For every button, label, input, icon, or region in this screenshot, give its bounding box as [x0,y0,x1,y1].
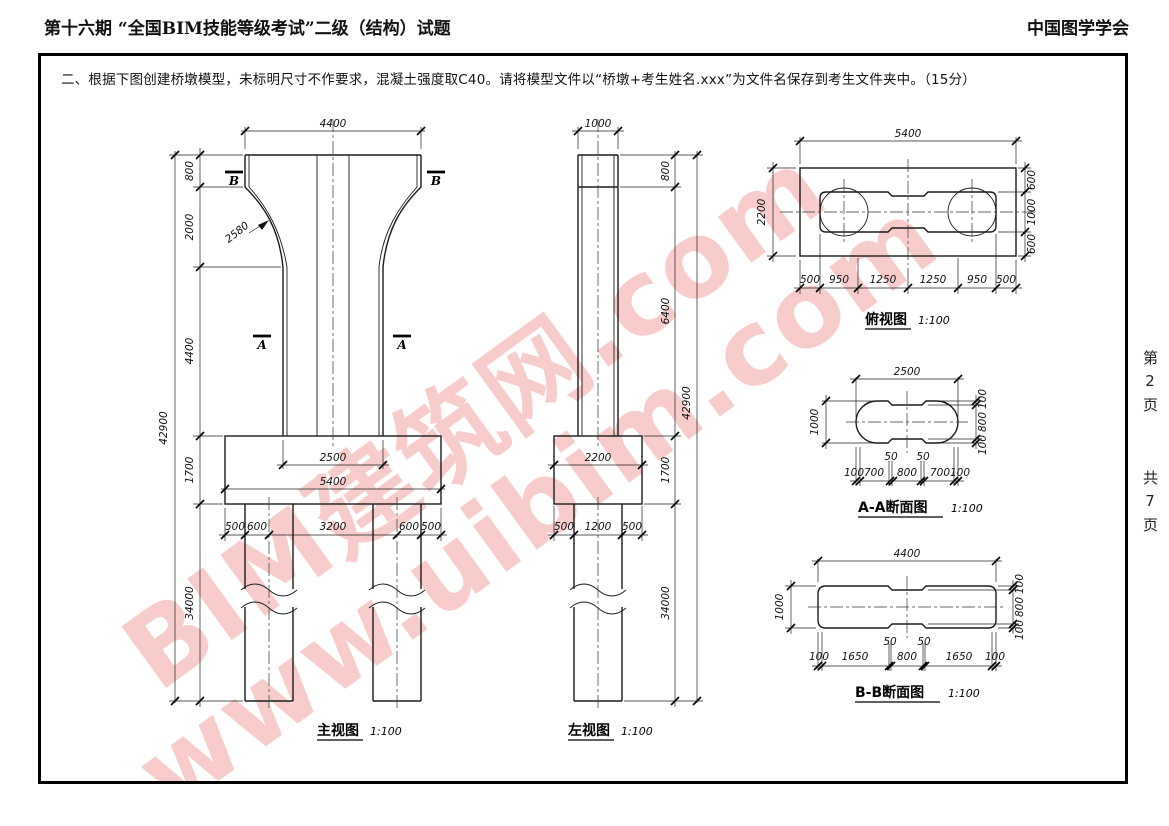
dim-label: 2500 [320,452,347,464]
dim-label: 100 [985,651,1005,663]
dim-label: 950 [829,274,849,286]
view-title: 左视图 [567,722,610,739]
dim-label: 600 [1026,234,1038,254]
dim-label: 500 [622,521,642,533]
dim-label: 950 [967,274,987,286]
dim-label: 100 [950,467,970,479]
dim-label: 1650 [946,651,973,663]
dim-label: 5400 [895,128,922,140]
dim-label: 50 [917,636,931,648]
view-scale: 1:100 [621,725,653,738]
section-mark-a-right: A [396,338,406,352]
dim-label: 800 [660,161,672,181]
section-mark-b-left: B [228,174,239,188]
view-scale: 1:100 [370,725,402,738]
dim-label: 1000 [774,593,786,620]
dim-label: 1000 [585,118,612,130]
dim-label: 500 [225,521,245,533]
dim-label: 50 [916,451,930,463]
dim-label: 1250 [920,274,947,286]
dim-label: 50 [884,451,898,463]
view-scale: 1:100 [948,687,980,700]
dim-label: 1250 [870,274,897,286]
dim-label: 5400 [320,476,347,488]
dim-label: 800 [977,412,989,432]
view-scale: 1:100 [951,502,983,515]
view-title: 俯视图 [865,311,907,328]
front-view: B B A A 2580 4400 800 2000 4400 1700 340… [158,118,447,741]
dim-label: 800 [897,651,917,663]
dim-label: 700 [930,467,950,479]
dim-label: 500 [554,521,574,533]
bridge-pier-drawing: B B A A 2580 4400 800 2000 4400 1700 340… [158,118,1038,741]
dim-label: 4400 [320,118,347,130]
dim-label: 100 [977,389,989,409]
dim-label: 100 [844,467,864,479]
doc-title: 第十六期 “全国BIM技能等级考试”二级（结构）试题 [44,19,451,39]
dim-label: 42900 [681,386,693,420]
dim-label: 600 [399,521,419,533]
task-instruction: 二、根据下图创建桥墩模型，未标明尺寸不作要求，混凝土强度取C40。请将模型文件以… [61,72,976,88]
page-header: 第十六期 “全国BIM技能等级考试”二级（结构）试题 中国图学学会 [44,14,1129,39]
dim-label: 100 [977,435,989,455]
dim-label: 1000 [1026,198,1038,225]
dim-label: 4400 [184,337,196,364]
dim-label: 3200 [320,521,347,533]
page-number-total: 共7页 [1141,470,1159,539]
dim-label: 2200 [585,452,612,464]
dim-label: 600 [1026,170,1038,190]
dim-label: 1700 [184,456,196,483]
dim-label: 50 [883,636,897,648]
view-title: B-B断面图 [855,684,924,701]
dim-label: 100 [1014,574,1026,594]
dim-label: 34000 [660,586,672,620]
section-mark-a-left: A [256,338,266,352]
view-scale: 1:100 [918,314,950,327]
dim-label: 6400 [660,297,672,324]
dim-label: 42900 [158,411,170,445]
dim-label: 1650 [842,651,869,663]
view-title: 主视图 [317,722,359,739]
section-aa: 2500 1000 100 800 100 100 700 800 700 10… [809,366,989,518]
section-mark-b-right: B [430,174,441,188]
org-name: 中国图学学会 [1027,19,1129,39]
dim-label: 1200 [585,521,612,533]
dim-label: 1700 [660,456,672,483]
section-bb: 4400 1000 100 800 100 100 1650 800 1650 … [774,548,1026,703]
view-title: A-A断面图 [858,499,927,516]
drawing-frame: BIM建筑网.com www.uibim.com 二、根据下图创建桥墩模型，未标… [38,53,1128,784]
dim-label: 1000 [809,408,821,435]
dim-label: 800 [897,467,917,479]
dim-label: 700 [864,467,884,479]
left-view: 1000 800 6400 1700 34000 42900 2200 500 … [548,118,703,741]
dim-label: 600 [247,521,267,533]
dim-label: 500 [996,274,1016,286]
page-number: 第2页 共7页 [1140,350,1161,550]
dim-label: 2580 [223,219,252,245]
dim-label: 500 [421,521,441,533]
dim-label: 100 [809,651,829,663]
dim-label: 2000 [184,213,196,240]
dim-label: 100 [1014,620,1026,640]
dim-label: 34000 [184,586,196,620]
page-number-current: 第2页 [1141,350,1159,419]
dim-label: 2200 [756,198,768,225]
dim-label: 4400 [894,548,921,560]
dim-label: 800 [1014,597,1026,617]
dim-label: 500 [800,274,820,286]
top-view: 5400 2200 600 1000 600 500 950 1250 1250… [756,128,1038,330]
dim-label: 800 [184,161,196,181]
dim-label: 2500 [894,366,921,378]
